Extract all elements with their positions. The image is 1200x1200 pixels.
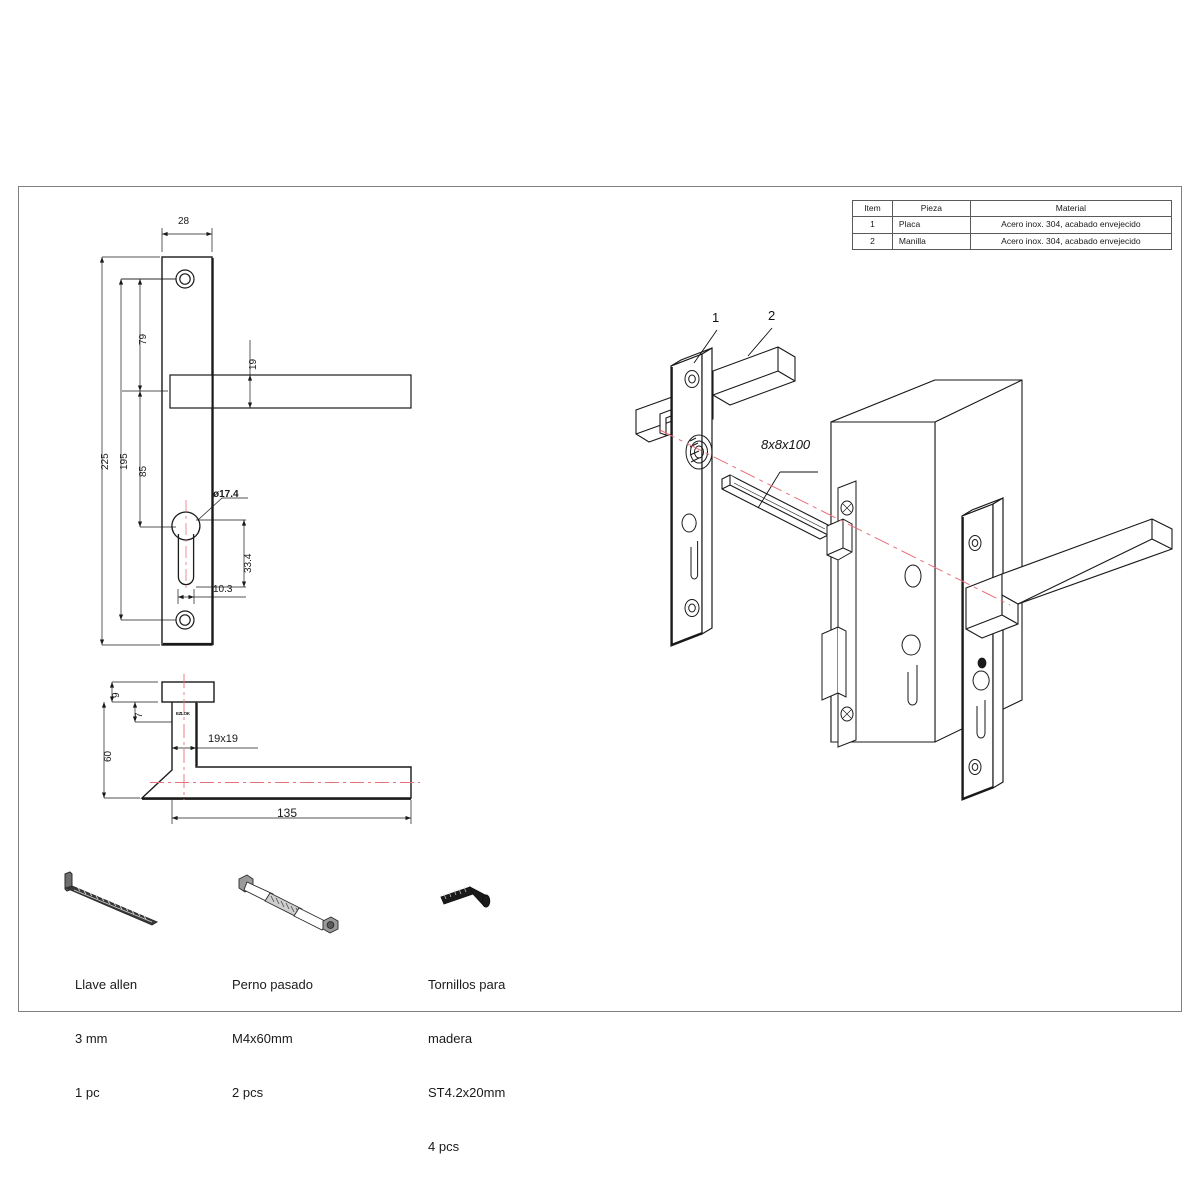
hardware-label: 3 mm — [75, 1031, 108, 1046]
hardware-item-allen-key: Llave allen 3 mm 1 pc — [75, 940, 137, 1138]
hardware-label: Llave allen — [75, 977, 138, 992]
hardware-item-through-bolt: Perno pasado M4x60mm 2 pcs — [232, 940, 313, 1138]
dim-top-hole-79: 79 — [138, 333, 149, 345]
hardware-label: ST4.2x20mm — [428, 1085, 506, 1100]
bom-header-row: Item Pieza Material — [852, 199, 1173, 218]
dim-rose-9: 9 — [111, 692, 122, 698]
spindle-size-label: 8x8x100 — [761, 437, 811, 452]
bom-cell-material: Acero inox. 304, acabado envejecido — [969, 216, 1173, 234]
dim-plate-width-28: 28 — [178, 216, 190, 227]
bill-of-materials-table: Item Pieza Material 1 Placa Acero inox. … — [852, 199, 1173, 251]
hardware-label: 4 pcs — [428, 1139, 460, 1154]
dim-cylinder-diameter: ø17.4 — [213, 489, 239, 500]
dim-lever-to-cylinder-85: 85 — [138, 465, 149, 477]
balloon-item-2: 2 — [768, 308, 776, 323]
hardware-label: 2 pcs — [232, 1085, 264, 1100]
hardware-label: Tornillos para — [428, 977, 506, 992]
bom-header-material: Material — [969, 199, 1173, 218]
dim-cylinder-offset-10-3: 10.3 — [213, 584, 233, 595]
balloon-item-1: 1 — [712, 310, 720, 325]
dim-neck-7: 7 — [134, 712, 145, 718]
bom-cell-material: Acero inox. 304, acabado envejecido — [969, 232, 1173, 251]
dim-length-135: 135 — [277, 806, 298, 820]
dim-lever-thickness-19: 19 — [248, 358, 259, 370]
brand-logo-mark: EZLOK — [176, 711, 190, 716]
bom-header-pieza: Pieza — [891, 199, 971, 218]
table-row: 2 Manilla Acero inox. 304, acabado envej… — [852, 232, 1173, 251]
table-row: 1 Placa Acero inox. 304, acabado envejec… — [852, 216, 1173, 234]
dim-overall-225: 225 — [100, 453, 111, 470]
hardware-label: 1 pc — [75, 1085, 100, 1100]
hardware-label: Perno pasado — [232, 977, 313, 992]
drawing-frame-border — [18, 186, 1182, 1012]
bom-cell-pieza: Manilla — [891, 232, 971, 251]
dim-section-19x19: 19x19 — [208, 733, 238, 745]
bom-cell-item: 1 — [852, 216, 893, 234]
hardware-label: M4x60mm — [232, 1031, 293, 1046]
bom-cell-item: 2 — [852, 232, 893, 251]
hardware-label: madera — [428, 1031, 473, 1046]
bom-cell-pieza: Placa — [891, 216, 971, 234]
dim-cylinder-length-33-4: 33.4 — [243, 553, 254, 573]
hardware-item-wood-screw: Tornillos para madera ST4.2x20mm 4 pcs — [428, 940, 505, 1192]
bom-header-item: Item — [852, 199, 893, 218]
dim-height-60: 60 — [103, 750, 114, 762]
dim-hole-spacing-195: 195 — [119, 453, 130, 470]
